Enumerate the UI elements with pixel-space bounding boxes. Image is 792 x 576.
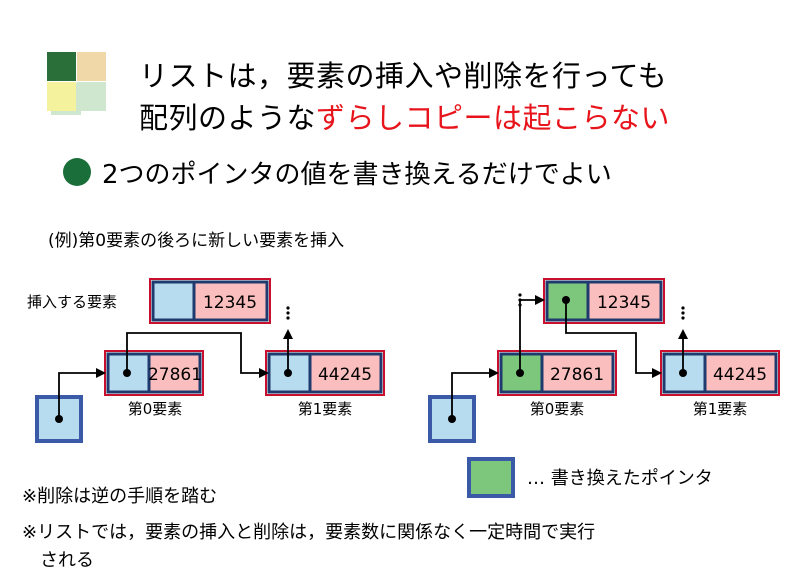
- right-new-value: 12345: [597, 293, 651, 313]
- title-line-2-text: 配列のような: [139, 101, 317, 135]
- left-node-1: 44245: [265, 350, 385, 396]
- right-node-0: 27861: [497, 350, 617, 396]
- right-node1-caption: 第1要素: [693, 400, 748, 418]
- legend-text: … 書き換えたポインタ: [527, 468, 713, 489]
- right-node0-caption: 第0要素: [530, 400, 585, 418]
- left-arrows: [58, 329, 293, 419]
- example-caption: (例)第0要素の後ろに新しい要素を挿入: [48, 231, 345, 251]
- bullet-icon: [63, 158, 91, 186]
- left-insert-label: 挿入する要素: [27, 293, 117, 311]
- note-line-1: ※リストでは，要素の挿入と削除は，要素数に関係なく一定時間で実行: [22, 522, 596, 543]
- title-line-2: 配列のようなずらしコピーは起こらない: [139, 100, 670, 136]
- right-ellipsis-dots: [518, 293, 685, 320]
- left-node0-caption: 第0要素: [128, 400, 183, 418]
- note-delete: ※削除は逆の手順を踏む: [22, 486, 218, 507]
- left-node0-value: 27861: [148, 365, 202, 385]
- legend-swatch: [467, 457, 515, 498]
- note-line-2: される: [40, 550, 94, 571]
- left-node1-value: 44245: [318, 365, 372, 385]
- title-highlight: ずらしコピーは起こらない: [316, 101, 671, 135]
- right-node-1: 44245: [660, 350, 780, 396]
- left-new-node: 12345: [149, 278, 271, 324]
- right-node0-value: 27861: [550, 365, 604, 385]
- title-line-1: リストは，要素の挿入や削除を行っても: [139, 59, 668, 93]
- right-node1-value: 44245: [713, 365, 767, 385]
- left-new-value: 12345: [203, 293, 257, 313]
- point-text: 2つのポインタの値を書き換えるだけでよい: [102, 160, 612, 190]
- right-new-node: 12345: [543, 278, 665, 324]
- left-ellipsis-dots: [286, 306, 290, 320]
- left-node-0: 27861: [104, 350, 204, 396]
- left-node1-caption: 第1要素: [298, 400, 353, 418]
